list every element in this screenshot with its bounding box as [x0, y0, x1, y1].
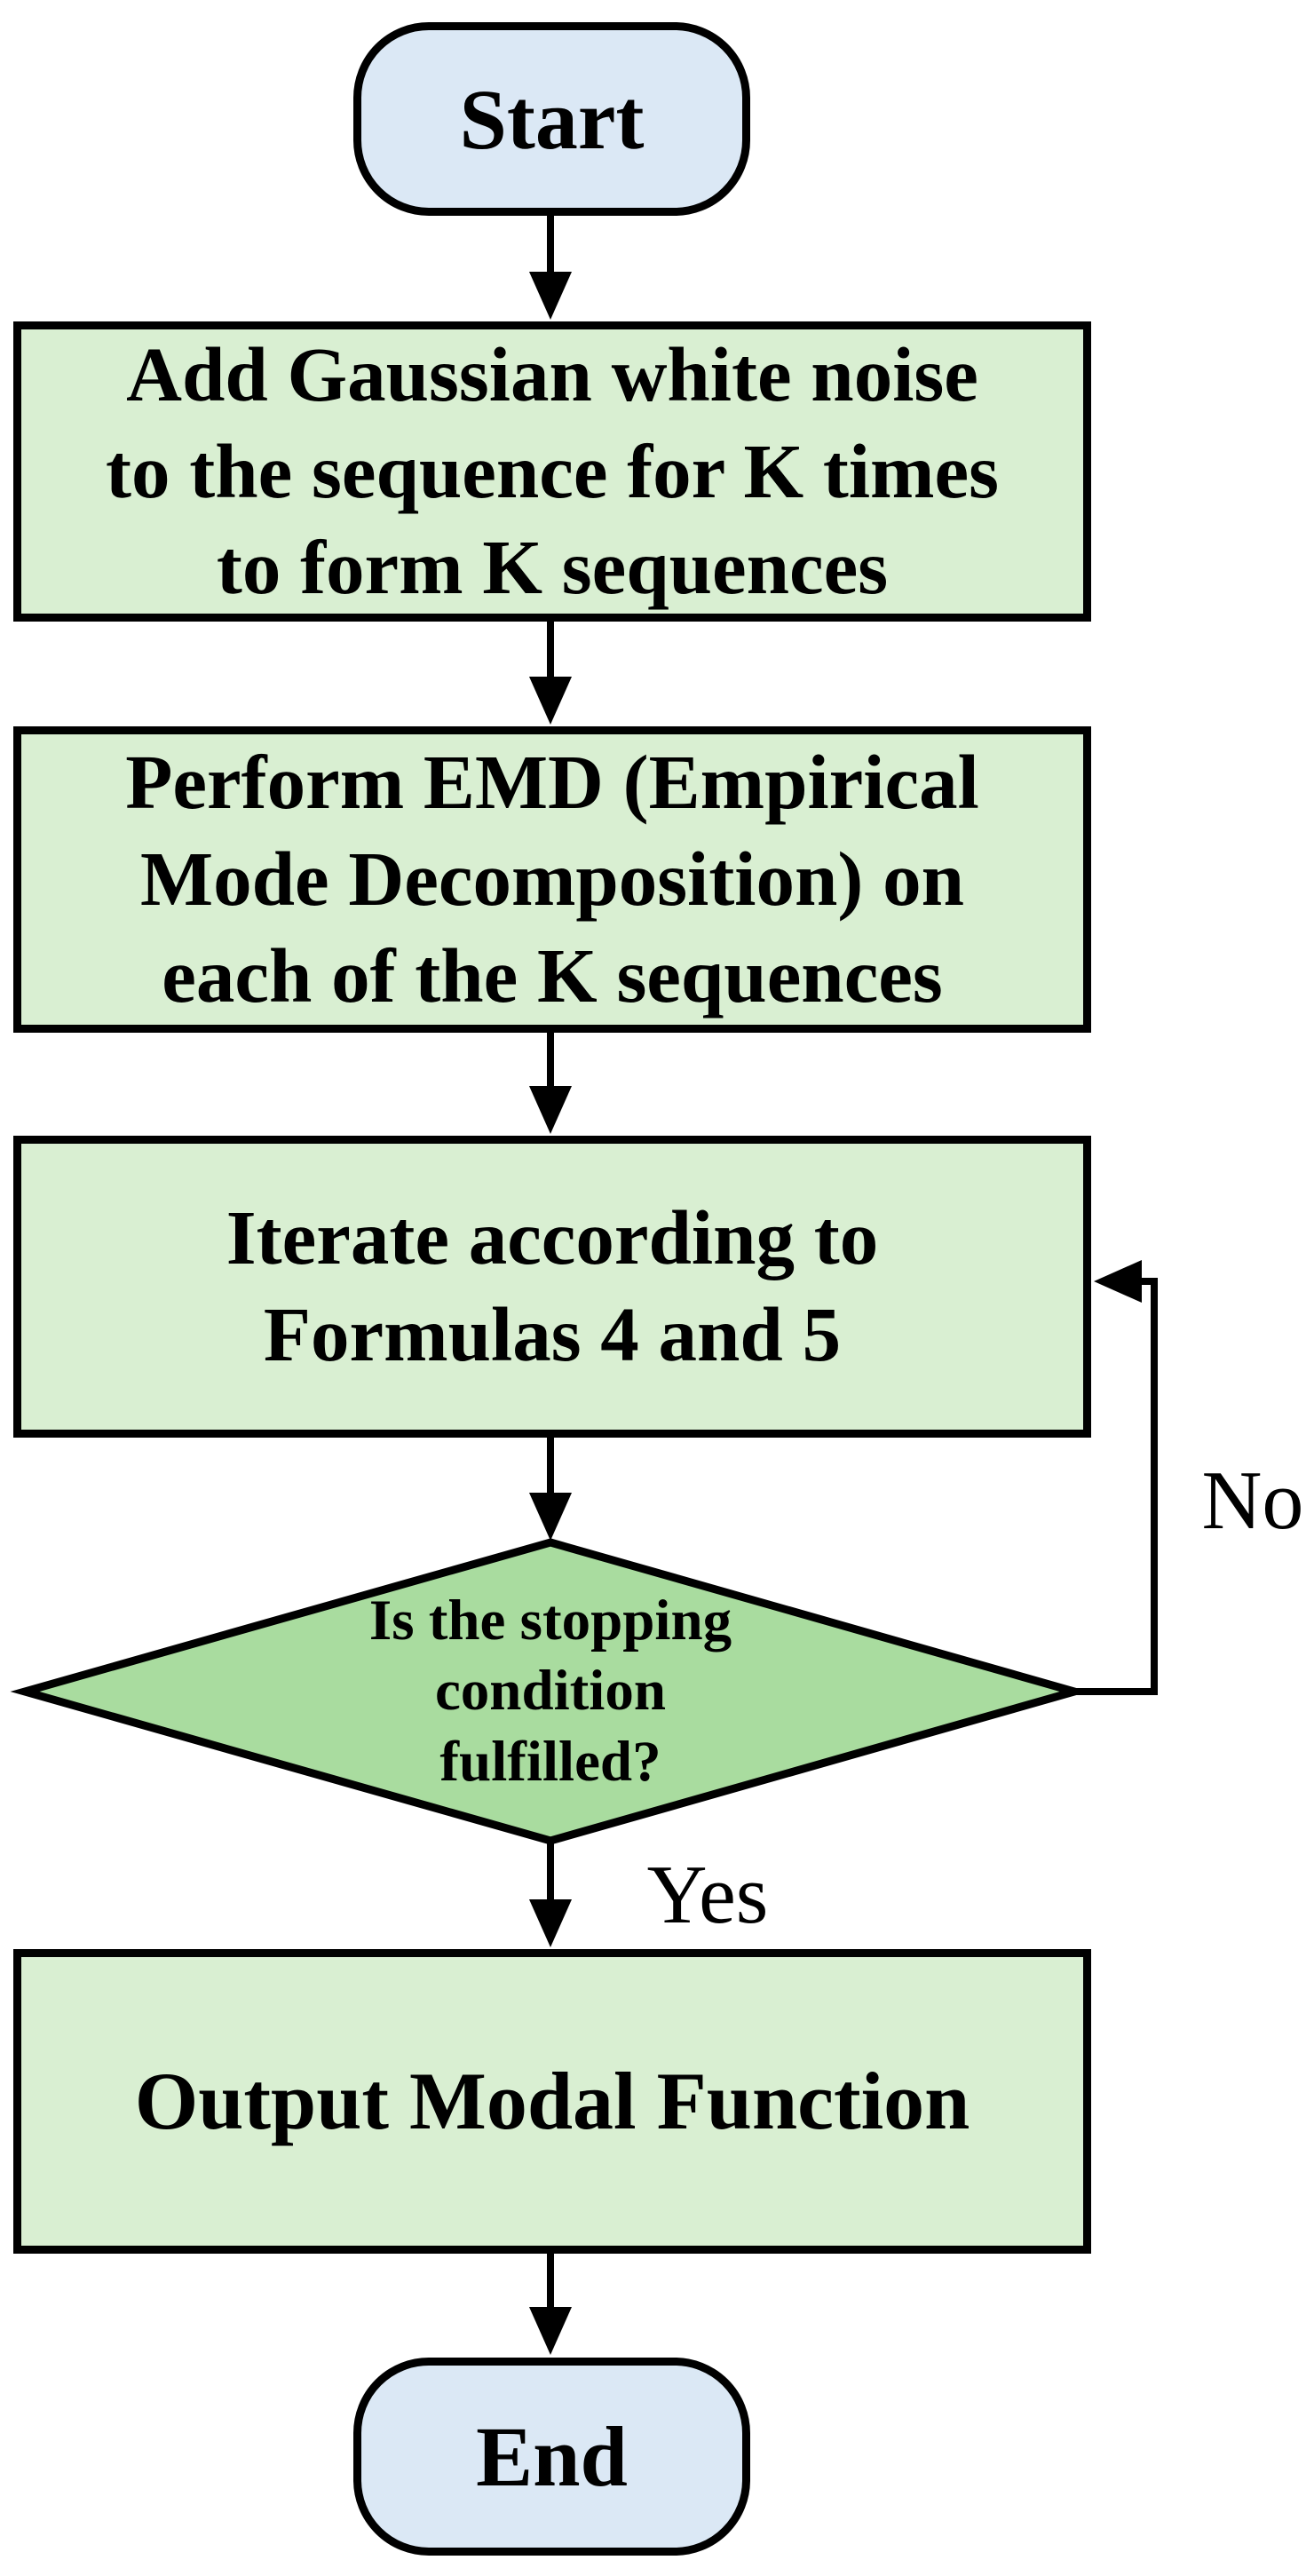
arrowhead-step2-to-step3 [529, 1086, 572, 1134]
end-label: End [476, 2409, 628, 2504]
decision-line-1: Is the stopping [368, 1589, 732, 1653]
process-output-modal-function: Output Modal Function [13, 1949, 1091, 2254]
process-1-line-2: to the sequence for K times [106, 427, 999, 514]
start-node: Start [353, 22, 750, 216]
arrowhead-no-feedback [1094, 1260, 1142, 1303]
process-4-line-1: Output Modal Function [134, 2056, 970, 2146]
no-edge-label: No [1201, 1454, 1304, 1547]
arrowhead-start-to-step1 [529, 272, 572, 320]
arrowhead-step3-to-decision [529, 1493, 572, 1541]
process-perform-emd: Perform EMD (Empirical Mode Decompositio… [13, 726, 1091, 1033]
yes-edge-label: Yes [646, 1849, 769, 1941]
decision-line-3: fulfilled? [439, 1729, 661, 1794]
arrowhead-step4-to-end [529, 2307, 572, 2355]
arrowhead-step1-to-step2 [529, 677, 572, 725]
end-node: End [353, 2358, 750, 2556]
arrowhead-decision-to-step4 [529, 1899, 572, 1947]
decision-line-2: condition [434, 1659, 667, 1724]
no-feedback-line [1074, 1278, 1158, 1695]
process-iterate-formulas: Iterate according to Formulas 4 and 5 [13, 1136, 1091, 1438]
start-label: Start [459, 71, 645, 167]
process-1-line-1: Add Gaussian white noise [126, 330, 978, 417]
process-2-line-3: each of the K sequences [162, 931, 943, 1019]
process-add-gaussian-noise: Add Gaussian white noise to the sequence… [13, 321, 1091, 622]
process-3-line-2: Formulas 4 and 5 [263, 1291, 842, 1377]
decision-stopping-condition: Is the stopping condition fulfilled? [195, 1579, 906, 1804]
process-1-line-3: to form K sequences [216, 524, 889, 611]
process-3-line-1: Iterate according to [226, 1194, 879, 1281]
process-2-line-1: Perform EMD (Empirical [125, 739, 979, 826]
process-2-line-2: Mode Decomposition) on [140, 836, 964, 923]
